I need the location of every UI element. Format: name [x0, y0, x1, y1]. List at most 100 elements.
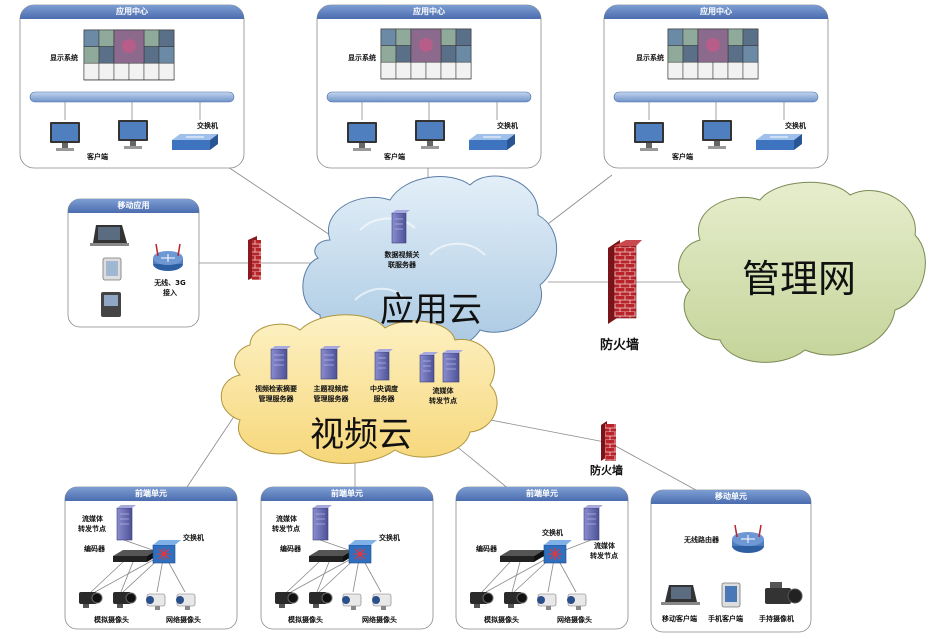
front-unit-3-stream-line2: 转发节点 [590, 552, 618, 560]
video-server-1-icon [270, 346, 291, 380]
front-unit-3-encoder-label: 编码器 [476, 545, 497, 553]
app-cloud-server-icon [391, 210, 410, 244]
app-center-2-switch-label: 交换机 [497, 122, 518, 130]
video-server-1-line1: 视频检索摘要 [255, 385, 297, 393]
front-unit-3-ip-camera-1-icon [537, 593, 557, 610]
front-unit-1-ip-camera-1-icon [146, 593, 166, 610]
video-cloud-label: 视频云 [310, 415, 412, 455]
front-unit-1-switch-icon [152, 540, 181, 564]
front-unit-1-switch-label: 交换机 [183, 534, 204, 542]
mobile-unit-panel [650, 489, 812, 633]
front-unit-1-analog-camera-1-icon [79, 592, 103, 608]
front-unit-3-ip-camera-2-icon [567, 593, 587, 610]
front-unit-3-analog-camera-2-icon [504, 592, 528, 608]
video-server-4-line2: 转发节点 [429, 397, 457, 405]
wireless-router-icon [732, 524, 764, 553]
tablet-icon [102, 257, 122, 281]
mobile-app-access-line2: 接入 [163, 289, 177, 297]
firewall-lower-label: 防火墙 [590, 464, 623, 477]
front-unit-2-switch-label: 交换机 [379, 534, 400, 542]
front-unit-3-analog-camera-1-icon [470, 592, 494, 608]
front-unit-2-stream-line2: 转发节点 [272, 525, 300, 533]
video-cloud [220, 314, 498, 464]
front-unit-1-analog-camera-2-icon [113, 592, 137, 608]
app-center-1-client-monitor-1 [50, 122, 80, 151]
app-center-3-lan-bus [613, 91, 819, 103]
video-server-4a-icon [419, 352, 438, 383]
firewall-right-icon [608, 240, 642, 324]
video-server-1-line2: 管理服务器 [258, 395, 294, 403]
firewall-right-label: 防火墙 [600, 338, 640, 353]
app-center-3-switch-label: 交换机 [785, 122, 806, 130]
video-server-2-icon [320, 346, 341, 380]
app-center-3-drops [648, 102, 785, 120]
application-cloud [302, 175, 558, 353]
app-center-3-client-monitor-1 [634, 122, 664, 151]
mobile-app-title: 移动应用 [117, 201, 150, 210]
app-center-3-client-label: 客户端 [672, 153, 693, 161]
app-cloud-label: 应用云 [380, 290, 482, 330]
video-server-2-line2: 管理服务器 [313, 395, 349, 403]
video-server-3-line1: 中央调度 [370, 385, 398, 393]
front-unit-3-title: 前端单元 [526, 489, 558, 498]
app-center-1-lan-bus [29, 91, 235, 103]
video-server-2-line1: 主题视频库 [313, 385, 349, 393]
app-center-2-switch-icon [469, 134, 515, 150]
app-center-1-client-label: 客户端 [87, 153, 108, 161]
front-unit-3-switch-icon [543, 540, 572, 564]
app-center-1-drops [64, 102, 201, 120]
front-unit-2-title: 前端单元 [331, 489, 363, 498]
video-server-4-line1: 流媒体 [432, 387, 454, 395]
app-center-2-display-label: 显示系统 [348, 54, 376, 62]
app-center-3-switch-icon [756, 134, 802, 150]
app-center-2-client-label: 客户端 [384, 153, 405, 161]
app-center-1-title: 应用中心 [116, 7, 148, 16]
mobile-unit-laptop-label: 移动客户端 [662, 615, 697, 623]
front-unit-2-analog-camera-1-icon [275, 592, 299, 608]
front-unit-2-stream-server-icon [312, 505, 332, 541]
app-center-2-lan-bus [326, 91, 532, 103]
app-center-3-title: 应用中心 [700, 7, 732, 16]
mobile-unit-camcorder-label: 手持摄像机 [759, 615, 794, 623]
front-unit-1-ip-camera-2-icon [176, 593, 196, 610]
app-center-1-display-label: 显示系统 [50, 54, 78, 62]
mgmt-net-label: 管理网 [742, 257, 857, 301]
app-center-3-video-wall [667, 28, 759, 80]
wireless-router-icon [153, 243, 183, 271]
front-unit-3-switch-label: 交换机 [542, 529, 563, 537]
camcorder-icon [765, 582, 803, 604]
video-server-3-icon [374, 349, 393, 381]
front-unit-1-stream-line1: 流媒体 [82, 515, 103, 523]
app-cloud-server-line1: 数据视频关 [384, 251, 420, 259]
laptop-icon [90, 225, 129, 246]
mobile-app-panel [67, 198, 200, 328]
front-unit-2-switch-icon [348, 540, 377, 564]
front-unit-2-analog-label: 模拟摄像头 [288, 616, 323, 624]
front-unit-3-ipcam-label: 网络摄像头 [557, 616, 592, 624]
front-unit-1-title: 前端单元 [135, 489, 167, 498]
phone-icon [721, 582, 741, 608]
front-unit-2-ip-camera-2-icon [372, 593, 392, 610]
app-center-1-switch-label: 交换机 [197, 122, 218, 130]
pda-icon [101, 292, 121, 317]
mobile-unit-router-label: 无线路由器 [684, 536, 719, 544]
video-server-4b-icon [442, 350, 463, 383]
front-unit-2-ip-camera-1-icon [342, 593, 362, 610]
front-unit-2-analog-camera-2-icon [309, 592, 333, 608]
front-unit-1-stream-server-icon [116, 505, 136, 541]
laptop-icon [661, 585, 700, 605]
front-unit-3-stream-line1: 流媒体 [594, 542, 615, 550]
app-center-2-video-wall [380, 28, 472, 80]
front-unit-2-encoder-label: 编码器 [280, 545, 301, 553]
app-center-3-display-label: 显示系统 [636, 54, 664, 62]
management-network-cloud [678, 181, 926, 363]
mobile-unit-phone-label: 手机客户端 [708, 615, 743, 623]
app-center-1-client-monitor-2 [118, 120, 148, 149]
mobile-unit-title: 移动单元 [715, 492, 747, 501]
front-unit-1-analog-label: 模拟摄像头 [94, 616, 129, 624]
firewall-left-icon [248, 236, 261, 280]
front-unit-3-encoder-icon [500, 550, 544, 562]
app-cloud-server-line2: 联服务器 [388, 261, 416, 269]
app-center-2-client-monitor-1 [347, 122, 377, 151]
